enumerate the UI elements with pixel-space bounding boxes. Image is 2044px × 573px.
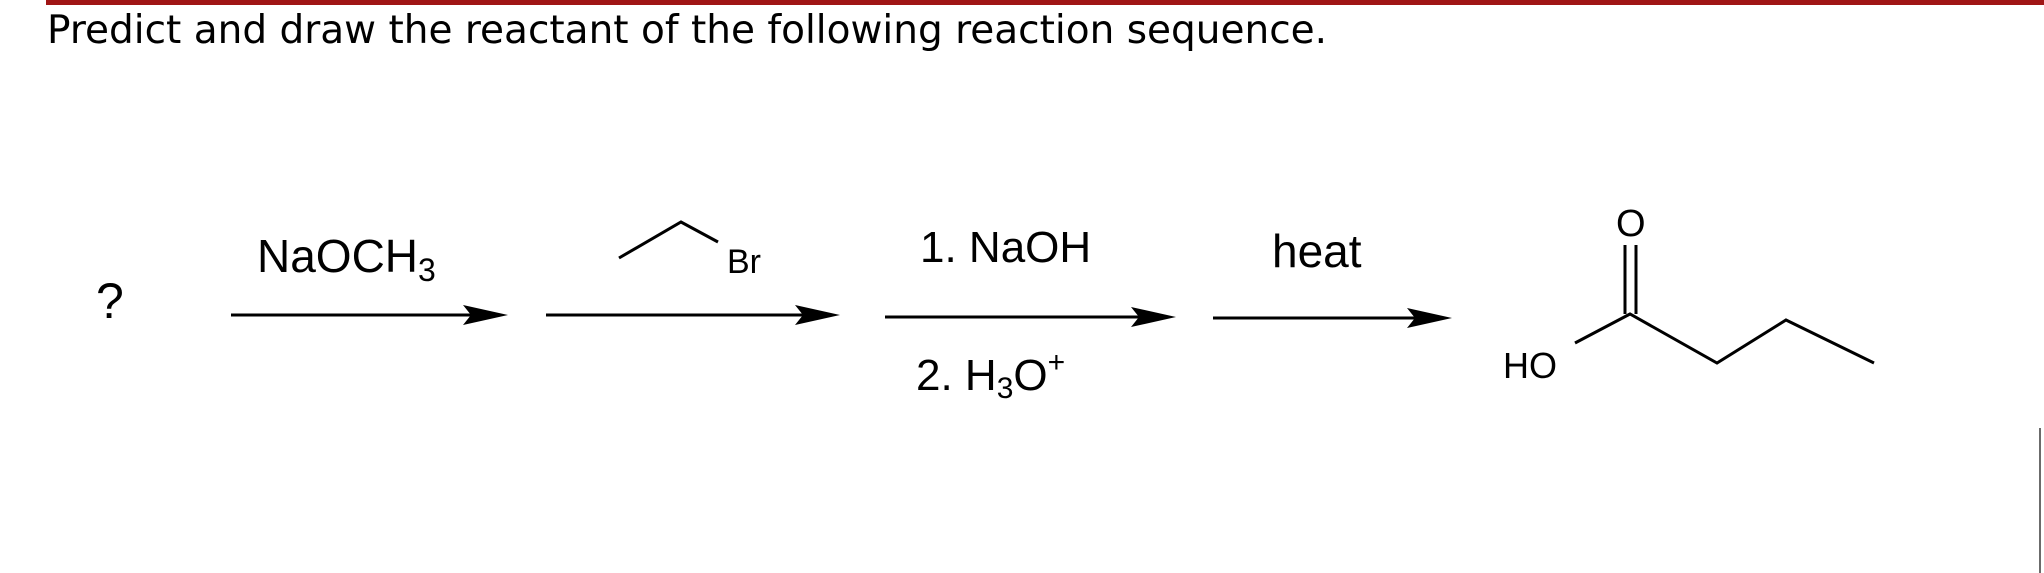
step1-arrow bbox=[231, 305, 508, 325]
hydroxyl-label: HO bbox=[1503, 345, 1557, 386]
step1-reagent-subscript: 3 bbox=[418, 252, 436, 288]
step3-line2-prefix: 2. H bbox=[916, 351, 997, 400]
step4-heat-label: heat bbox=[1272, 225, 1362, 277]
step3-line2-subscript: 3 bbox=[997, 372, 1014, 405]
butanoic-acid-structure bbox=[1574, 245, 1875, 365]
step3-reagent-line2: 2. H3O+ bbox=[916, 346, 1065, 405]
question-text: Predict and draw the reactant of the fol… bbox=[47, 8, 1328, 53]
step2-arrow bbox=[546, 305, 840, 325]
right-edge-divider bbox=[2039, 428, 2041, 573]
step3-line2-superscript: + bbox=[1048, 346, 1066, 379]
top-accent-rule bbox=[46, 0, 2044, 5]
step3-arrow bbox=[885, 307, 1176, 327]
step3-line2-oxygen: O bbox=[1013, 351, 1047, 400]
carbonyl-oxygen-label: O bbox=[1616, 203, 1646, 245]
ethyl-bromide-structure bbox=[618, 220, 719, 260]
step4-arrow bbox=[1213, 308, 1452, 328]
step3-reagent-line1: 1. NaOH bbox=[920, 223, 1091, 272]
bromine-label: Br bbox=[727, 243, 761, 281]
step1-reagent-main: NaOCH bbox=[257, 230, 418, 282]
step1-reagent-label: NaOCH3 bbox=[257, 230, 436, 288]
unknown-reactant-label: ? bbox=[96, 273, 124, 329]
